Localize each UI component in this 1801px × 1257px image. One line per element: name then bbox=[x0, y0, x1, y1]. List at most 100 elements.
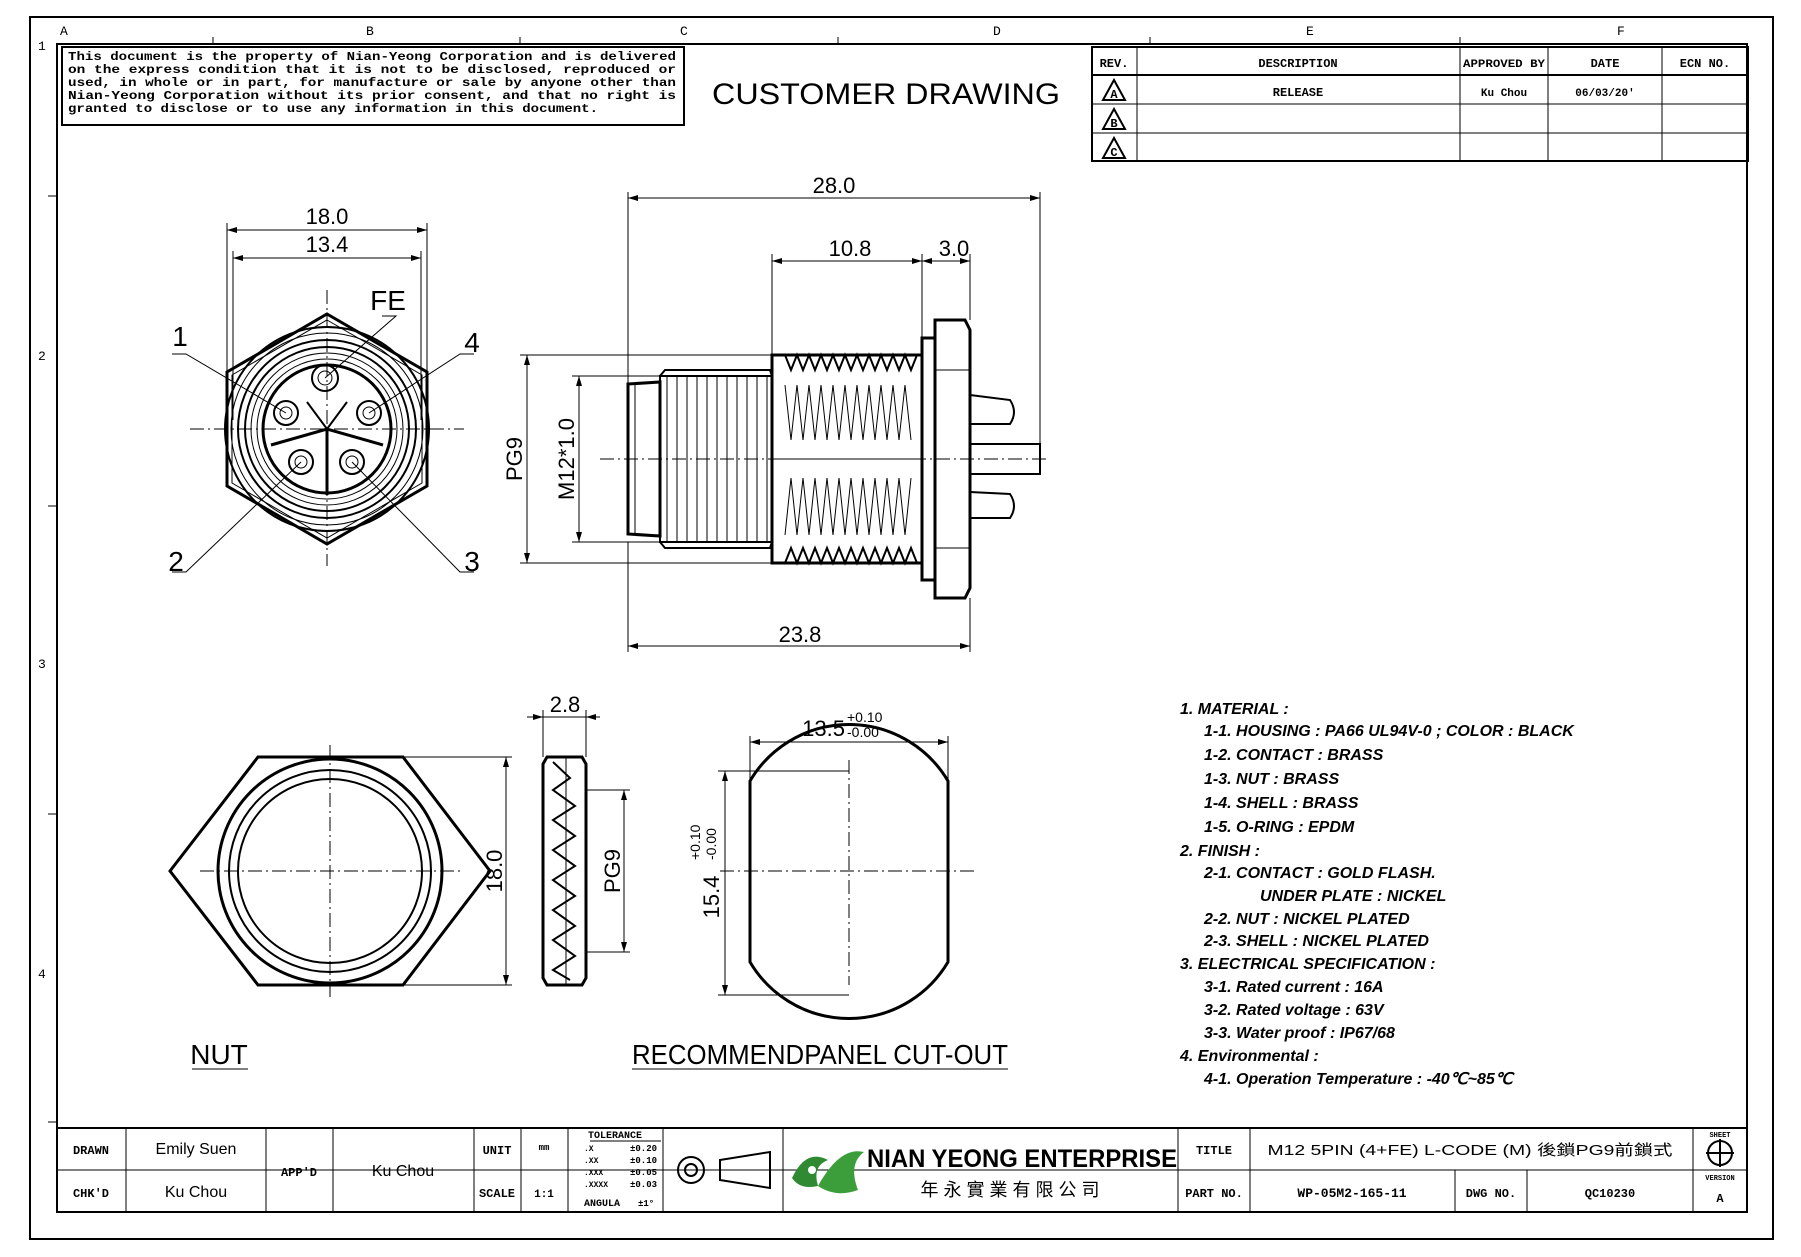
rev-a-description: RELEASE bbox=[1273, 86, 1323, 100]
notes: 1. MATERIAL : 1-1. HOUSING : PA66 UL94V-… bbox=[1179, 701, 1575, 1088]
side-dim-total: 28.0 bbox=[813, 173, 856, 198]
tol-value: ±0.05 bbox=[630, 1168, 657, 1178]
rev-header: REV. bbox=[1100, 57, 1129, 71]
drawn-value: Emily Suen bbox=[156, 1141, 237, 1158]
note-line: UNDER PLATE : NICKEL bbox=[1260, 888, 1446, 905]
nut-caption: NUT bbox=[190, 1039, 248, 1070]
cutout-height-tol-upper: +0.10 bbox=[687, 824, 703, 860]
pin-label-4: 4 bbox=[464, 327, 480, 358]
rev-a-approved: Ku Chou bbox=[1481, 88, 1527, 100]
sheet-label: SHEET bbox=[1709, 1132, 1730, 1140]
note-line: 2-2. NUT : NICKEL PLATED bbox=[1203, 911, 1410, 928]
rev-b-label: B bbox=[1110, 117, 1117, 131]
note-line: 1-3. NUT : BRASS bbox=[1204, 771, 1339, 788]
chkd-value: Ku Chou bbox=[165, 1184, 227, 1201]
version-value: A bbox=[1716, 1192, 1724, 1206]
ecn-header: ECN NO. bbox=[1680, 57, 1730, 71]
note-line: 2-3. SHELL : NICKEL PLATED bbox=[1203, 933, 1429, 950]
front-view: 18.0 13.4 FE 1 4 2 3 bbox=[168, 204, 480, 577]
version-label: VERSION bbox=[1705, 1175, 1734, 1183]
scale-label: SCALE bbox=[479, 1187, 515, 1201]
zone-number-1: 1 bbox=[38, 39, 46, 54]
note-line: 4. Environmental : bbox=[1179, 1048, 1319, 1065]
note-line: 3-2. Rated voltage : 63V bbox=[1204, 1002, 1385, 1019]
pin-label-2: 2 bbox=[168, 546, 184, 577]
zone-markers: A B C D E F 1 2 3 4 bbox=[38, 24, 1625, 1123]
drawing-title: CUSTOMER DRAWING bbox=[712, 78, 1060, 111]
note-line: 1-2. CONTACT : BRASS bbox=[1204, 747, 1384, 764]
cutout-dim-height: 15.4 bbox=[699, 876, 724, 919]
appd-label: APP'D bbox=[281, 1166, 317, 1180]
appd-value: Ku Chou bbox=[372, 1163, 434, 1180]
sheet-symbol-icon bbox=[1706, 1139, 1734, 1167]
note-line: 1-1. HOUSING : PA66 UL94V-0 ; COLOR : BL… bbox=[1204, 723, 1575, 740]
dwgno-label: DWG NO. bbox=[1466, 1187, 1516, 1201]
side-dim-body: 23.8 bbox=[779, 622, 822, 647]
cutout-dim-width: 13.5 bbox=[802, 716, 845, 741]
notice-text: This document is the property of Nian-Ye… bbox=[68, 51, 676, 116]
tol-key: .XXX bbox=[584, 1169, 603, 1178]
dwgno-value: QC10230 bbox=[1585, 1187, 1635, 1201]
title-block: DRAWN Emily Suen CHK'D Ku Chou APP'D Ku … bbox=[56, 1127, 1748, 1213]
pin-label-3: 3 bbox=[464, 546, 480, 577]
pin-label-1: 1 bbox=[172, 321, 188, 352]
notice-box bbox=[61, 46, 685, 126]
side-dim-flange: 3.0 bbox=[939, 236, 970, 261]
side-label-pg9: PG9 bbox=[502, 437, 527, 481]
tolerance-label: TOLERANCE bbox=[588, 1131, 642, 1142]
rev-a-label: A bbox=[1110, 88, 1118, 102]
zone-number-2: 2 bbox=[38, 349, 46, 364]
title-value: M12 5PIN (4+FE) L-CODE (M) 後鎖PG9前鎖式 bbox=[1268, 1142, 1673, 1159]
tol-value: ±0.20 bbox=[630, 1144, 657, 1154]
zone-letter-d: D bbox=[993, 24, 1001, 39]
nut-dim-height: 18.0 bbox=[482, 850, 507, 893]
cutout-caption: RECOMMENDPANEL CUT-OUT bbox=[632, 1039, 1008, 1070]
cutout-view: 13.5 +0.10 -0.00 15.4 +0.10 -0.00 RECOMM… bbox=[632, 709, 1008, 1070]
revision-table: REV. DESCRIPTION APPROVED BY DATE ECN NO… bbox=[1091, 46, 1749, 162]
notice-line: This document is the property of Nian-Ye… bbox=[68, 51, 676, 64]
notice-line: Nian-Yeong Corporation without its prior… bbox=[68, 90, 676, 103]
note-line: 3-3. Water proof : IP67/68 bbox=[1204, 1025, 1395, 1042]
tol-value: ±1° bbox=[638, 1199, 654, 1209]
scale-value: 1:1 bbox=[534, 1189, 554, 1201]
nut-view: 18.0 2.8 PG9 NUT bbox=[168, 692, 630, 1070]
date-header: DATE bbox=[1591, 57, 1620, 71]
note-line: 1-4. SHELL : BRASS bbox=[1204, 795, 1359, 812]
tol-value: ±0.10 bbox=[630, 1156, 657, 1166]
chkd-label: CHK'D bbox=[73, 1187, 109, 1201]
note-line: 1-5. O-RING : EPDM bbox=[1204, 819, 1355, 836]
partno-value: WP-05M2-165-11 bbox=[1297, 1186, 1406, 1201]
zone-letter-a: A bbox=[60, 24, 68, 39]
note-line: 1. MATERIAL : bbox=[1180, 701, 1289, 718]
company-logo-icon bbox=[792, 1151, 864, 1194]
company-name-cn: 年 永 實 業 有 限 公 司 bbox=[920, 1180, 1099, 1200]
zone-letter-f: F bbox=[1617, 24, 1625, 39]
note-line: 3. ELECTRICAL SPECIFICATION : bbox=[1180, 956, 1435, 973]
zone-letter-b: B bbox=[366, 24, 374, 39]
pin-label-fe: FE bbox=[370, 285, 406, 316]
approved-header: APPROVED BY bbox=[1463, 59, 1545, 71]
cutout-height-tol-lower: -0.00 bbox=[703, 828, 719, 860]
tol-key: .XX bbox=[584, 1157, 599, 1166]
tol-key: .X bbox=[584, 1145, 594, 1154]
rev-c-label: C bbox=[1110, 146, 1117, 160]
side-dim-thread: 10.8 bbox=[829, 236, 872, 261]
drawn-label: DRAWN bbox=[73, 1144, 109, 1158]
cutout-width-tol-upper: +0.10 bbox=[847, 709, 883, 725]
front-dim-inner: 13.4 bbox=[306, 232, 349, 257]
note-line: 2-1. CONTACT : GOLD FLASH. bbox=[1203, 865, 1436, 882]
unit-value: mm bbox=[539, 1143, 550, 1153]
nut-dim-thickness: 2.8 bbox=[550, 692, 581, 717]
note-line: 4-1. Operation Temperature : -40℃~85℃ bbox=[1203, 1071, 1515, 1088]
notice-line: used, in whole or in part, for manufactu… bbox=[68, 77, 676, 90]
partno-label: PART NO. bbox=[1185, 1187, 1243, 1201]
company-name: NIAN YEONG ENTERPRISE bbox=[867, 1145, 1177, 1173]
outer-border bbox=[29, 16, 1774, 1240]
description-header: DESCRIPTION bbox=[1258, 57, 1337, 71]
tol-value: ±0.03 bbox=[630, 1180, 657, 1190]
side-view: 28.0 10.8 3.0 23.8 PG9 M12*1.0 bbox=[502, 173, 1050, 652]
zone-number-3: 3 bbox=[38, 657, 46, 672]
note-line: 3-1. Rated current : 16A bbox=[1204, 979, 1384, 996]
front-dim-outer: 18.0 bbox=[306, 204, 349, 229]
